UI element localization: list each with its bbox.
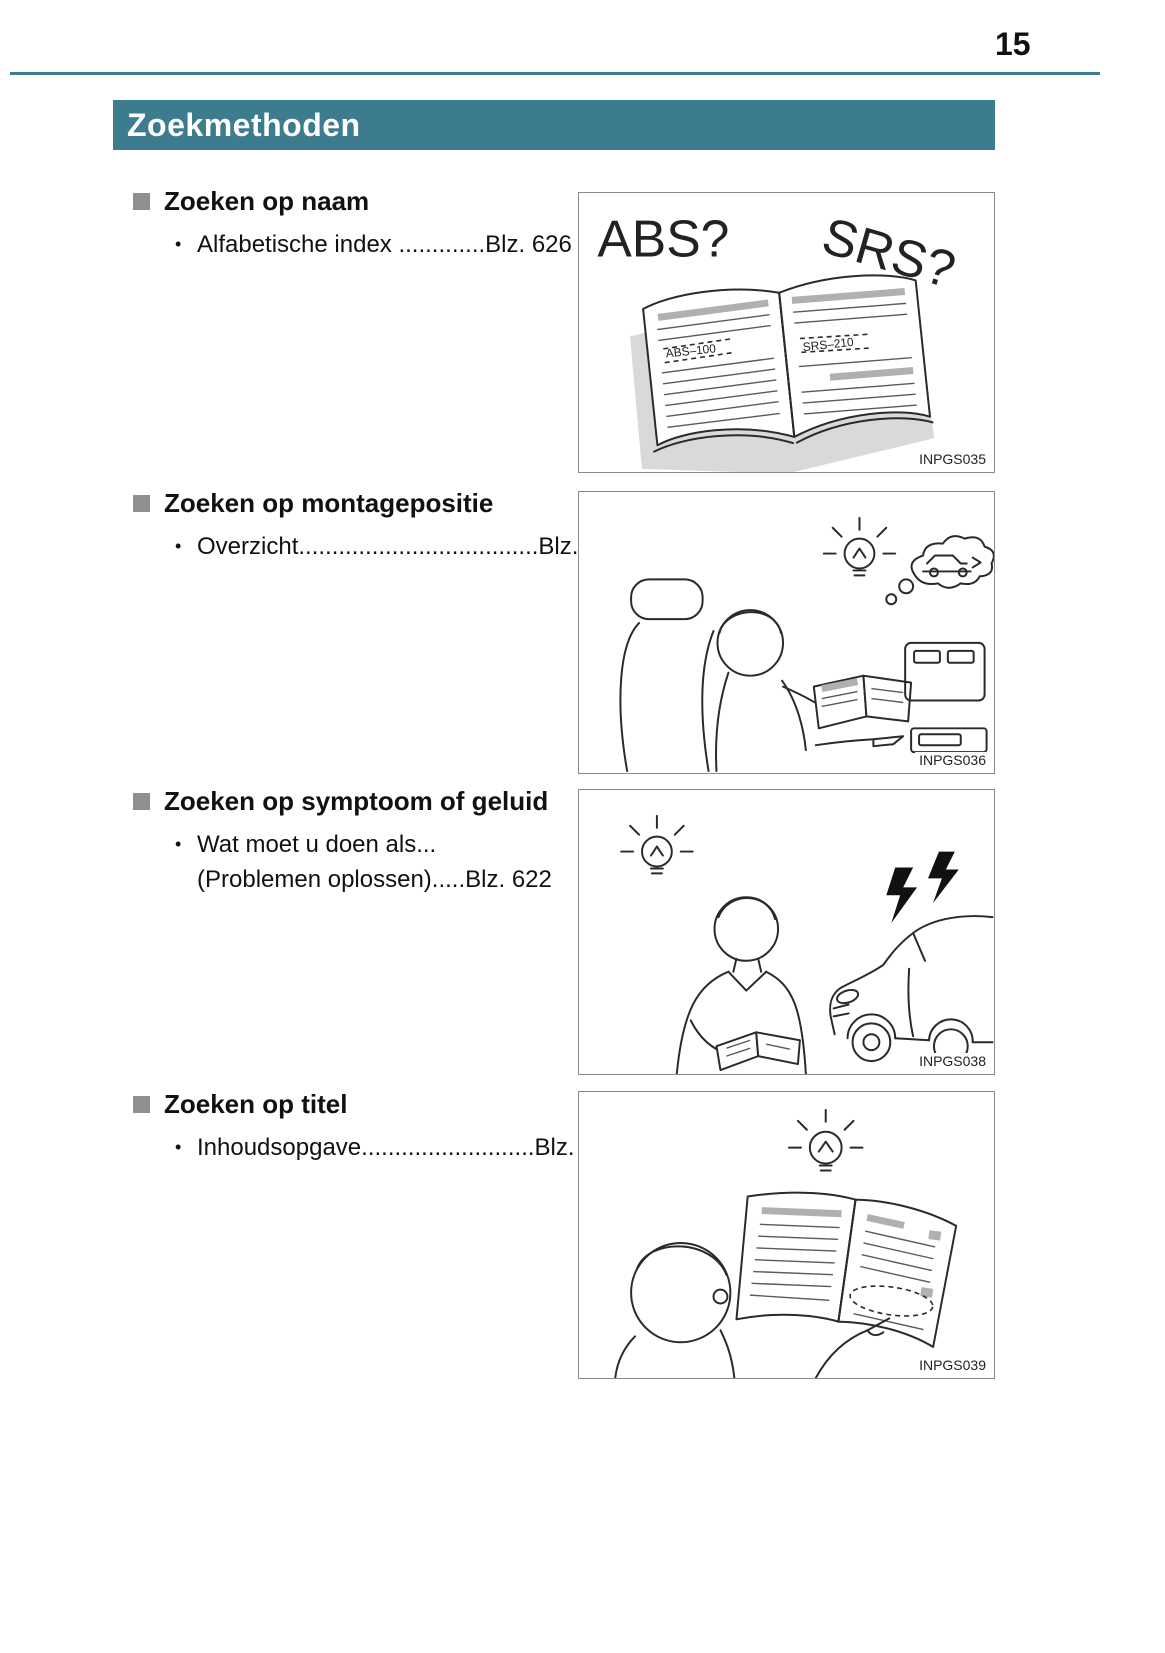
thinking-person-drawing <box>675 896 807 1074</box>
section-heading: Zoeken op symptoom of geluid <box>133 786 573 817</box>
table-of-contents-illustration <box>614 1108 958 1378</box>
section-zoeken-op-titel: Zoeken op titel • Inhoudsopgave.........… <box>133 1089 595 1165</box>
list-item-label: Wat moet u doen als... <box>197 831 437 858</box>
section-heading: Zoeken op montagepositie <box>133 488 573 519</box>
figure-box-search-by-name: ABS? SRS? <box>578 192 995 473</box>
pointing-hand-drawing <box>814 1317 891 1378</box>
open-book-drawing: ABS–100 SRS–210 <box>630 274 935 472</box>
figure-box-search-by-title: INPGS039 <box>578 1091 995 1379</box>
bullet-icon: • <box>175 234 182 254</box>
section-heading: Zoeken op naam <box>133 186 573 217</box>
abs-index-entry: ABS–100 <box>665 341 717 360</box>
list-item: • Overzicht.............................… <box>133 529 612 564</box>
dot-leader: ............. <box>398 231 486 258</box>
section-zoeken-op-naam: Zoeken op naam • Alfabetische index ....… <box>133 186 573 262</box>
top-rule <box>10 72 1100 75</box>
dashboard-drawing <box>904 641 988 754</box>
page-ref: Blz. 622 <box>465 866 552 893</box>
figure-code: INPGS038 <box>915 1053 986 1069</box>
thought-bubble-icon <box>885 535 994 606</box>
lightbulb-icon <box>620 814 694 875</box>
section-heading: Zoeken op titel <box>133 1089 573 1120</box>
dot-leader: ..... <box>431 866 466 893</box>
section-zoeken-op-symptoom: Zoeken op symptoom of geluid • Wat moet … <box>133 786 573 897</box>
figure-code: INPGS039 <box>915 1357 986 1373</box>
page-title: Zoekmethoden <box>127 107 361 143</box>
lightbulb-icon <box>822 516 897 577</box>
bullet-icon: • <box>175 1137 182 1157</box>
section-heading-label: Zoeken op titel <box>164 1089 348 1119</box>
noise-flash-icon <box>886 851 959 924</box>
figure-code: INPGS036 <box>915 752 986 768</box>
section-title-bar: Zoekmethoden <box>113 100 995 150</box>
figure-box-search-by-position: INPGS036 <box>578 491 995 774</box>
page-number: 15 <box>995 26 1031 62</box>
square-bullet-icon <box>133 1096 150 1113</box>
section-heading-label: Zoeken op montagepositie <box>164 488 494 518</box>
abs-question-text: ABS? <box>597 210 729 268</box>
reader-person-drawing <box>614 1241 736 1378</box>
manual-book-drawing <box>812 674 913 730</box>
section-heading-label: Zoeken op naam <box>164 186 370 216</box>
dot-leader: .......................... <box>361 1134 535 1161</box>
list-item-label: Inhoudsopgave <box>197 1134 362 1161</box>
lightbulb-icon <box>787 1108 864 1172</box>
list-item-continued: (Problemen oplossen).....Blz. 622 <box>133 862 573 897</box>
list-item: • Wat moet u doen als... <box>133 827 573 862</box>
open-book-index-illustration: ABS? SRS? <box>597 206 962 472</box>
list-item-label: Overzicht <box>197 533 299 560</box>
list-item-label: Alfabetische index <box>197 231 399 258</box>
section-heading-label: Zoeken op symptoom of geluid <box>164 786 549 816</box>
square-bullet-icon <box>133 193 150 210</box>
figure-code: INPGS035 <box>915 451 986 467</box>
bullet-icon: • <box>175 536 182 556</box>
bullet-icon: • <box>175 834 182 854</box>
symptom-illustration <box>620 814 994 1074</box>
srs-index-entry: SRS–210 <box>802 335 855 354</box>
dot-leader: .................................... <box>298 533 539 560</box>
page-ref: Blz. 626 <box>485 231 572 258</box>
bullet-spacer <box>175 862 197 897</box>
list-item: • Inhoudsopgave.........................… <box>133 1130 595 1165</box>
square-bullet-icon <box>133 495 150 512</box>
car-front-drawing <box>829 915 994 1065</box>
list-item: • Alfabetische index .............Blz. 6… <box>133 227 573 262</box>
section-zoeken-op-montagepositie: Zoeken op montagepositie • Overzicht....… <box>133 488 612 564</box>
list-item-label: (Problemen oplossen) <box>197 866 432 893</box>
square-bullet-icon <box>133 793 150 810</box>
car-seat-drawing <box>619 578 715 773</box>
car-interior-illustration <box>619 516 994 773</box>
open-book-drawing <box>735 1191 958 1348</box>
figure-box-search-by-symptom: INPGS038 <box>578 789 995 1075</box>
